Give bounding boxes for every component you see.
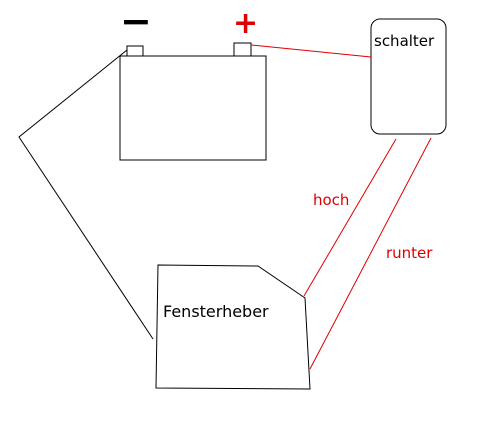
switch-label: schalter <box>374 32 435 50</box>
battery-body <box>119 55 267 161</box>
switch-box <box>370 18 447 135</box>
minus-sign: − <box>120 0 152 43</box>
up-wire <box>303 138 397 297</box>
battery-negative-terminal <box>126 45 144 57</box>
down-wire-label: runter <box>386 244 433 262</box>
motor-box <box>155 264 311 390</box>
plus-sign: + <box>233 6 258 41</box>
supply-wire <box>250 44 372 58</box>
motor-label: Fensterheber <box>163 302 269 321</box>
up-wire-label: hoch <box>313 191 349 209</box>
down-wire <box>309 137 432 370</box>
battery-positive-terminal <box>233 42 252 57</box>
ground-wire <box>18 49 154 340</box>
